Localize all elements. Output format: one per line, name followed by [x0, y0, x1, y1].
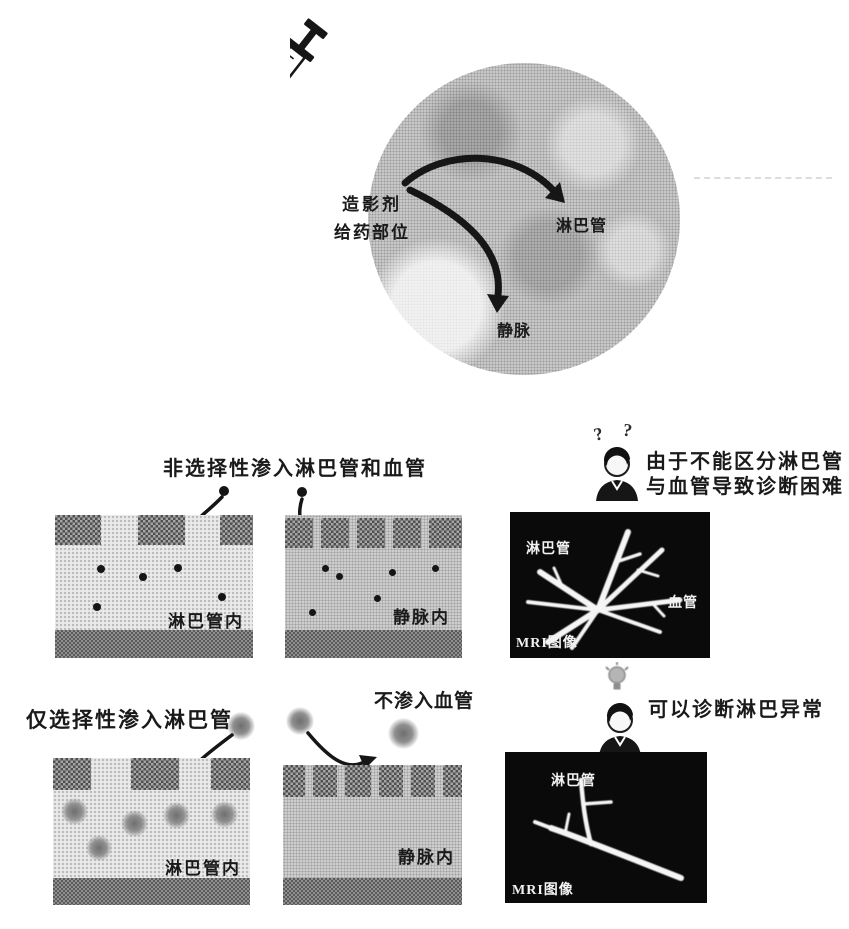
vessel-lumen-band — [283, 878, 462, 905]
tissue-panel-lymph-selective: 淋巴管内 — [53, 758, 250, 905]
note-line2: 与血管导致诊断困难 — [646, 476, 844, 498]
nonselective-caption: 非选择性渗入淋巴管和血管 — [163, 458, 427, 480]
nanoparticle-icon — [211, 801, 238, 828]
mri-image-nonselective: 淋巴管 血管 MRI图像 — [510, 512, 710, 658]
arrow-to-lymph-head-icon — [545, 182, 565, 203]
lightbulb-icon — [605, 662, 629, 690]
nanoparticle-icon — [286, 707, 314, 735]
endothelium-block — [53, 758, 91, 790]
mri-lymph-label: 淋巴管 — [551, 774, 596, 789]
vessel-lumen-band — [285, 630, 462, 658]
contrast-dot-icon — [309, 609, 316, 616]
mri-vessel-branch-icon — [533, 777, 684, 881]
endothelium-block — [379, 765, 403, 797]
contrast-dot-icon — [97, 565, 105, 573]
contrast-dot-icon — [336, 573, 343, 580]
nanoparticle-icon — [388, 718, 419, 749]
nanoparticle-icon — [121, 810, 148, 837]
injection-site-line2: 给药部位 — [334, 223, 410, 242]
mri-caption: MRI图像 — [516, 636, 578, 651]
syringe-icon — [290, 18, 328, 109]
contrast-dot-icon — [389, 569, 396, 576]
injection-site-line1: 造影剂 — [342, 195, 402, 214]
nonselective-note: 由于不能区分淋巴管 与血管导致诊断困难 — [646, 450, 844, 500]
tissue-panel-vein-selective: 静脉内 — [283, 765, 462, 905]
endothelium-block — [55, 515, 101, 545]
endothelium-block — [283, 765, 305, 797]
tissue-panel-vein-nonselective: 静脉内 — [285, 515, 462, 658]
mri-lymph-label: 淋巴管 — [526, 542, 571, 557]
contrast-dot-icon — [322, 565, 329, 572]
endothelium-block — [138, 515, 185, 545]
arrow-deflected-icon — [306, 731, 364, 767]
mri-caption: MRI图像 — [512, 883, 574, 898]
contrast-dot-icon — [174, 564, 182, 572]
selective-note: 可以诊断淋巴异常 — [648, 699, 824, 721]
endothelium-block — [443, 765, 462, 797]
nanoparticle-icon — [86, 835, 112, 861]
vessel-lumen-band — [53, 878, 250, 905]
contrast-dot-icon — [432, 565, 439, 572]
nanoparticle-icon — [163, 802, 190, 829]
scan-artifact-line — [694, 177, 832, 179]
lymph-vessel-label: 淋巴管 — [556, 218, 608, 235]
endothelium-block — [211, 758, 250, 790]
endothelium-block — [357, 518, 385, 548]
endothelium-block — [429, 518, 462, 548]
contrast-dot-icon — [374, 595, 381, 602]
arrow-to-vein-head-icon — [487, 294, 509, 313]
endothelium-block — [313, 765, 337, 797]
endothelium-block — [321, 518, 349, 548]
confused-person-icon — [596, 446, 638, 501]
endothelium-block — [345, 765, 371, 797]
contrast-dot-icon — [297, 487, 307, 497]
arrow-to-lymph-icon — [401, 154, 557, 194]
panel-label: 静脉内 — [398, 848, 455, 867]
endothelium-block — [131, 758, 179, 790]
endothelium-block — [411, 765, 435, 797]
nanoparticle-icon — [61, 798, 88, 825]
selective-caption: 仅选择性渗入淋巴管 — [26, 708, 233, 732]
mri-image-selective: 淋巴管 MRI图像 — [505, 752, 707, 903]
injection-site-label: 造影剂 给药部位 — [312, 190, 432, 243]
mri-vessel-label: 血管 — [668, 596, 698, 611]
panel-label: 静脉内 — [393, 608, 450, 627]
vein-label: 静脉 — [497, 323, 532, 340]
vessel-lumen-band — [55, 630, 253, 658]
arrow-to-vein-icon — [406, 186, 502, 299]
endothelium-block — [393, 518, 421, 548]
panel-label: 淋巴管内 — [165, 859, 241, 878]
contrast-dot-icon — [218, 593, 226, 601]
contrast-dot-icon — [93, 603, 101, 611]
injection-arrows — [401, 154, 565, 313]
tissue-circle — [368, 63, 680, 375]
contrast-dot-icon — [219, 486, 229, 496]
endothelium-block — [220, 515, 253, 545]
endothelium-block — [285, 518, 313, 548]
idea-person-icon — [599, 702, 641, 756]
note-line1: 由于不能区分淋巴管 — [646, 451, 844, 473]
panel-label: 淋巴管内 — [168, 612, 244, 631]
mri-vessel-branches-icon — [526, 529, 683, 650]
contrast-dot-icon — [139, 573, 147, 581]
no-vein-entry-caption: 不渗入血管 — [374, 691, 475, 712]
tissue-panel-lymph-nonselective: 淋巴管内 — [55, 515, 253, 658]
question-mark-icon: ? — [621, 419, 634, 441]
